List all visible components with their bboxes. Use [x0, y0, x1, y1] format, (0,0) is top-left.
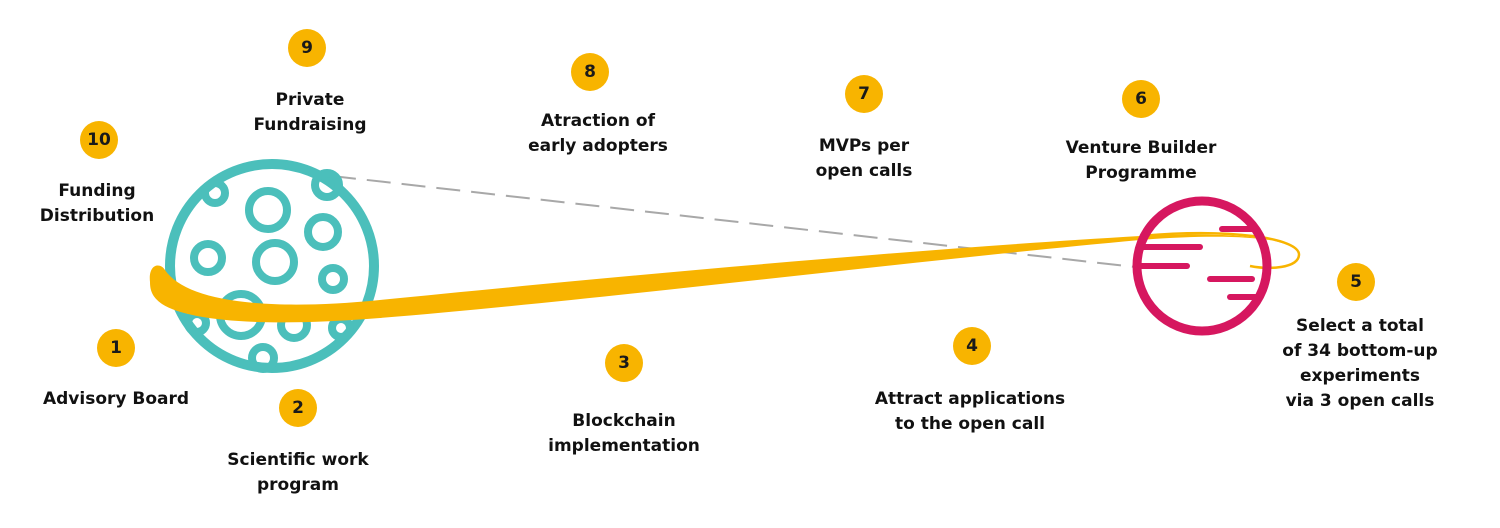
step-2-label: Scientific work program — [227, 448, 368, 498]
step-8-label-line: early adopters — [528, 136, 668, 156]
step-9-badge: 9 — [288, 29, 326, 67]
step-5-label-line: via 3 open calls — [1285, 391, 1435, 411]
step-7-label-line: MVPs per — [818, 136, 910, 156]
step-3-label-line: implementation — [548, 436, 700, 456]
orbit-thin-loop — [1139, 231, 1301, 270]
step-6-label-line: Programme — [1085, 163, 1197, 183]
step-3-label-line: Blockchain — [572, 411, 676, 431]
orbit-swoosh — [149, 234, 1297, 323]
step-7-badge: 7 — [845, 75, 883, 113]
step-10-label-line: Distribution — [39, 206, 155, 226]
step-5-label-line: of 34 bottom-up — [1282, 341, 1438, 361]
step-6-label-line: Venture Builder — [1065, 138, 1217, 158]
left-planet-icon — [165, 159, 379, 373]
step-8-badge: 8 — [571, 53, 609, 91]
step-3-badge: 3 — [605, 344, 643, 382]
step-8-label: Atraction of early adopters — [528, 109, 668, 159]
right-planet-icon — [1132, 196, 1272, 336]
step-7-label-line: open calls — [815, 161, 913, 181]
dashed-connector — [331, 175, 1136, 268]
step-10-label-line: Funding — [58, 181, 136, 201]
step-1-label-line: Advisory Board — [42, 389, 190, 409]
step-6-badge: 6 — [1122, 80, 1160, 118]
step-4-badge: 4 — [953, 327, 991, 365]
step-5-badge: 5 — [1337, 263, 1375, 301]
step-5-label-line: Select a total — [1296, 316, 1424, 336]
step-2-badge: 2 — [279, 389, 317, 427]
step-9-label-line: Private — [275, 90, 345, 110]
step-2-label-line: Scientific work — [227, 450, 369, 470]
step-3-label: Blockchain implementation — [548, 409, 700, 459]
step-10-badge: 10 — [80, 121, 118, 159]
step-1-badge: 1 — [97, 329, 135, 367]
step-4-label-line: Attract applications — [874, 389, 1066, 409]
step-5-label: Select a total of 34 bottom-up experiments… — [1282, 314, 1437, 414]
step-1-label: Advisory Board — [43, 387, 189, 412]
step-9-label-line: Fundraising — [253, 115, 367, 135]
step-4-label: Attract applications to the open call — [875, 387, 1065, 437]
step-7-label: MVPs per open calls — [816, 134, 913, 184]
step-4-label-line: to the open call — [894, 414, 1046, 434]
step-5-label-line: experiments — [1299, 366, 1420, 386]
step-2-label-line: program — [257, 475, 339, 495]
step-8-label-line: Atraction of — [541, 111, 655, 131]
